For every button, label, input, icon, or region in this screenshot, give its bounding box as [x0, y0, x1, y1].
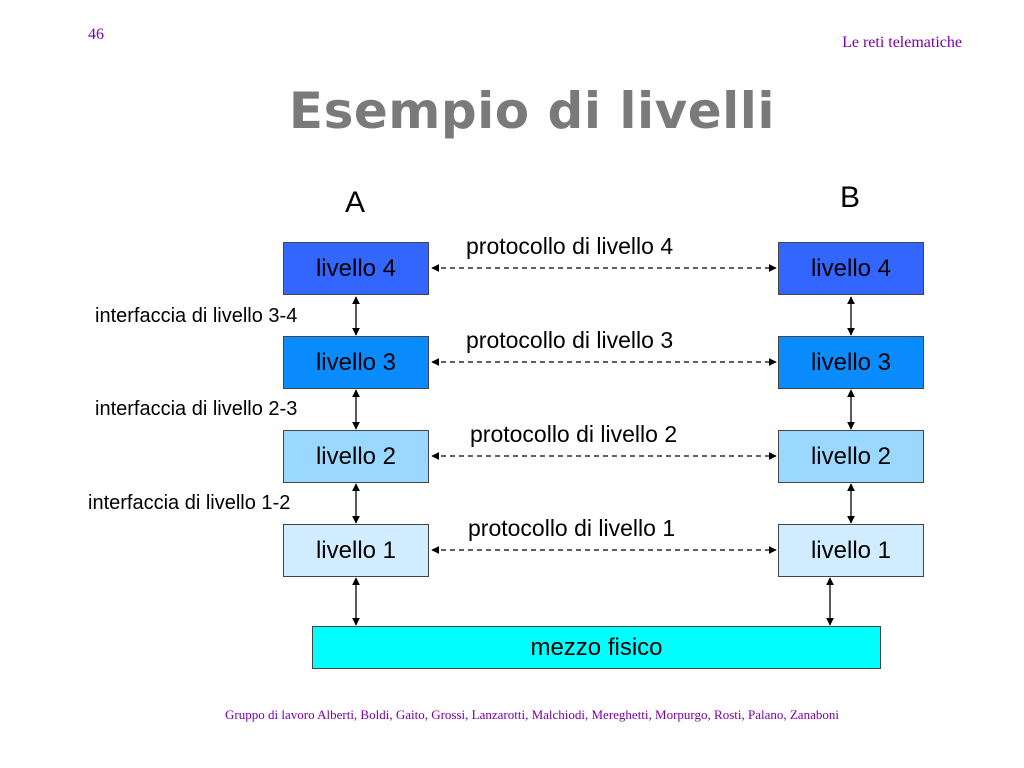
protocol-label-2: protocollo di livello 2	[470, 421, 678, 447]
host-a-layer-3: livello 3	[283, 336, 429, 389]
interface-label-2-3: interfaccia di livello 2-3	[95, 398, 298, 420]
host-b-layer-1: livello 1	[778, 524, 924, 577]
course-title: Le reti telematiche	[842, 34, 962, 51]
host-a-layer-4: livello 4	[283, 242, 429, 295]
host-b-layer-2: livello 2	[778, 430, 924, 483]
slide-title: Esempio di livelli	[288, 82, 776, 140]
host-b-label: B	[840, 181, 861, 214]
host-a-label: A	[345, 186, 366, 219]
host-b-layer-4: livello 4	[778, 242, 924, 295]
footer-credits: Gruppo di lavoro Alberti, Boldi, Gaito, …	[225, 707, 839, 722]
host-b-layer-3: livello 3	[778, 336, 924, 389]
host-a-layer-2: livello 2	[283, 430, 429, 483]
protocol-label-3: protocollo di livello 3	[466, 327, 674, 353]
protocol-label-4: protocollo di livello 4	[466, 233, 674, 259]
slide-number: 46	[88, 26, 104, 43]
interface-label-1-2: interfaccia di livello 1-2	[88, 492, 291, 514]
physical-medium: mezzo fisico	[312, 626, 881, 669]
host-a-layer-1: livello 1	[283, 524, 429, 577]
interface-label-3-4: interfaccia di livello 3-4	[95, 305, 298, 327]
protocol-label-1: protocollo di livello 1	[468, 515, 676, 541]
